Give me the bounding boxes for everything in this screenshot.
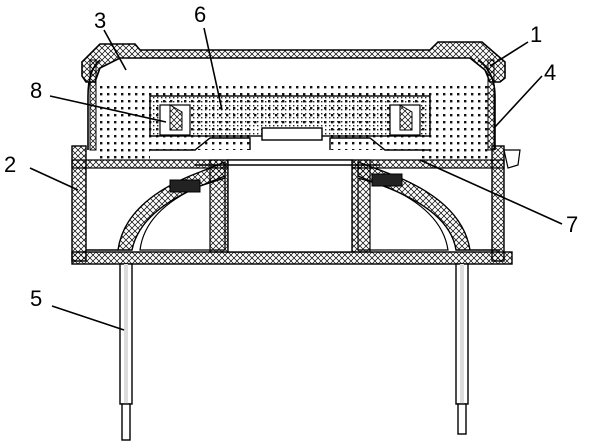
label-8: 8 bbox=[30, 78, 42, 103]
leader-6 bbox=[203, 27, 223, 111]
leader-3 bbox=[103, 29, 127, 71]
leader-8 bbox=[49, 95, 167, 123]
label-6: 6 bbox=[194, 2, 206, 27]
pins bbox=[119, 263, 469, 441]
leader-4 bbox=[493, 75, 543, 129]
leader-1 bbox=[489, 41, 529, 67]
leader-2 bbox=[29, 167, 79, 191]
label-1: 1 bbox=[530, 22, 542, 47]
dotted-fill-region bbox=[98, 82, 488, 160]
leader-lines bbox=[29, 27, 563, 331]
label-2: 2 bbox=[4, 152, 16, 177]
label-3: 3 bbox=[94, 8, 106, 33]
leader-5 bbox=[51, 305, 125, 331]
leader-7 bbox=[419, 159, 563, 225]
arched-body bbox=[86, 159, 500, 253]
part-labels: 1 2 3 4 5 6 7 8 bbox=[4, 2, 578, 311]
label-4: 4 bbox=[544, 60, 556, 85]
label-7: 7 bbox=[566, 212, 578, 237]
inner-mechanism bbox=[150, 104, 430, 151]
label-5: 5 bbox=[30, 286, 42, 311]
